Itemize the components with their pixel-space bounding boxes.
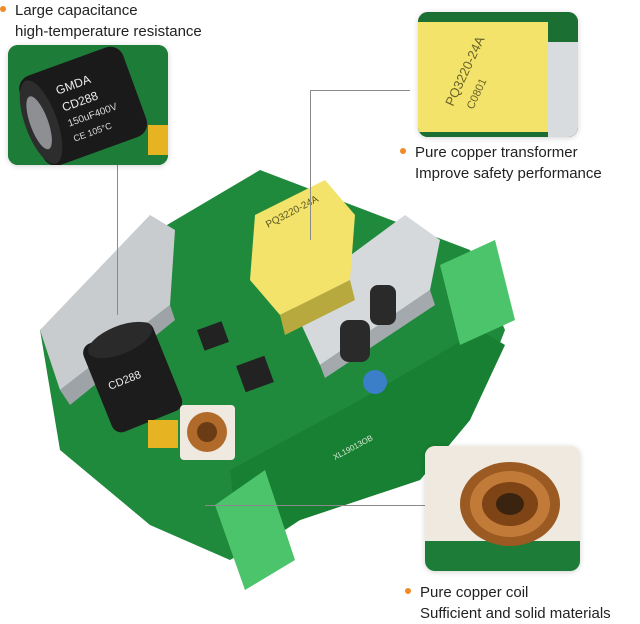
transformer-line1: Pure copper transformer — [415, 144, 578, 161]
leader-transformer-horizontal — [310, 90, 410, 91]
inset-coil — [425, 446, 580, 571]
capacitance-line1: Large capacitance — [15, 2, 138, 19]
capacitor-small-2 — [340, 320, 370, 362]
heat-sink-right — [290, 215, 440, 365]
ic-chip-2 — [236, 355, 274, 393]
transformer-closeup: PQ3220-24A C0801 — [418, 12, 578, 137]
heat-sink-left — [40, 215, 175, 390]
terminal-block-left — [215, 470, 295, 590]
capacitor-blue — [363, 370, 387, 394]
transformer-line2: Improve safety performance — [415, 165, 602, 182]
leader-transformer-vertical — [310, 90, 311, 240]
ic-chip-1 — [197, 321, 229, 351]
capacitor-left: CD288 — [83, 321, 183, 433]
callout-coil: Pure copper coil Sufficient and solid ma… — [405, 582, 611, 624]
inset-transformer: PQ3220-24A C0801 — [418, 12, 578, 137]
capacitor-yellow — [148, 420, 178, 448]
callout-bullet-icon — [0, 6, 6, 13]
coil-closeup — [425, 446, 580, 571]
callout-bullet-icon — [405, 588, 411, 595]
callout-bullet-icon — [400, 148, 406, 155]
transformer — [250, 180, 355, 315]
coil-line2: Sufficient and solid materials — [420, 605, 611, 622]
leader-capacitance-vertical — [117, 165, 118, 315]
capacitor-small-1 — [370, 285, 396, 325]
terminal-block-right — [440, 240, 515, 345]
leader-coil-horizontal — [205, 505, 425, 506]
callout-transformer: Pure copper transformer Improve safety p… — [400, 142, 602, 184]
capacitance-line2: high-temperature resistance — [15, 23, 202, 40]
capacitor-closeup: GMDA CD288 150uF400V CE 105°C — [8, 45, 168, 165]
inset-capacitors: GMDA CD288 150uF400V CE 105°C — [8, 45, 168, 165]
coil-line1: Pure copper coil — [420, 584, 529, 601]
inductor-coil — [180, 405, 235, 460]
callout-capacitance: Large capacitance high-temperature resis… — [0, 0, 202, 42]
pcb-board-lower-section — [230, 330, 505, 560]
